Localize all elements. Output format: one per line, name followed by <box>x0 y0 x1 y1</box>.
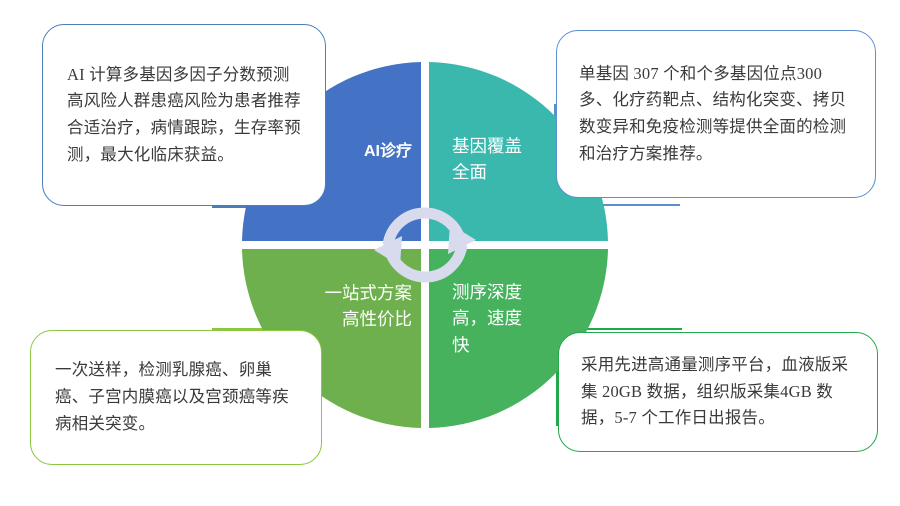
quadrant-label-ai-diagnosis: AI诊疗 <box>363 143 412 160</box>
connector-top-right <box>552 204 680 206</box>
quadrant-gene-coverage[interactable] <box>429 62 608 241</box>
quadrant-label-one-stop: 一站式方案 高性价比 <box>324 283 413 330</box>
callout-text-ai-diagnosis: AI 计算多基因多因子分数预测高风险人群患癌风险为患者推荐合适治疗，病情跟踪，生… <box>67 64 301 164</box>
callout-text-one-stop: 一次送样，检测乳腺癌、卵巢癌、子宫内膜癌以及宫颈癌等疾病相关突变。 <box>55 360 289 433</box>
quadrant-label-gene-coverage: 基因覆盖 全面 <box>452 136 522 183</box>
callout-box-sequencing-depth[interactable]: 采用先进高通量测序平台，血液版采集 20GB 数据，组织版采集4GB 数据，5-… <box>558 332 878 452</box>
callout-box-one-stop[interactable]: 一次送样，检测乳腺癌、卵巢癌、子宫内膜癌以及宫颈癌等疾病相关突变。 <box>30 330 322 465</box>
quadrant-wheel-svg <box>242 62 608 428</box>
quadrant-wheel <box>238 58 612 432</box>
quadrant-sequencing-depth[interactable] <box>429 249 608 428</box>
callout-text-gene-coverage: 单基因 307 个和个多基因位点300 多、化疗药靶点、结构化突变、拷贝数变异和… <box>579 63 847 163</box>
quadrant-one-stop[interactable] <box>242 249 421 428</box>
callout-box-gene-coverage[interactable]: 单基因 307 个和个多基因位点300 多、化疗药靶点、结构化突变、拷贝数变异和… <box>556 30 876 198</box>
connector-bottom-right <box>552 328 682 330</box>
callout-box-ai-diagnosis[interactable]: AI 计算多基因多因子分数预测高风险人群患癌风险为患者推荐合适治疗，病情跟踪，生… <box>42 24 326 206</box>
circular-refresh-arrowheads-icon <box>374 224 476 266</box>
quadrant-label-sequencing-depth: 测序深度 高，速度 快 <box>452 282 522 355</box>
callout-text-sequencing-depth: 采用先进高通量测序平台，血液版采集 20GB 数据，组织版采集4GB 数据，5-… <box>581 354 849 428</box>
connector-bottom-right-vertical <box>556 328 558 426</box>
